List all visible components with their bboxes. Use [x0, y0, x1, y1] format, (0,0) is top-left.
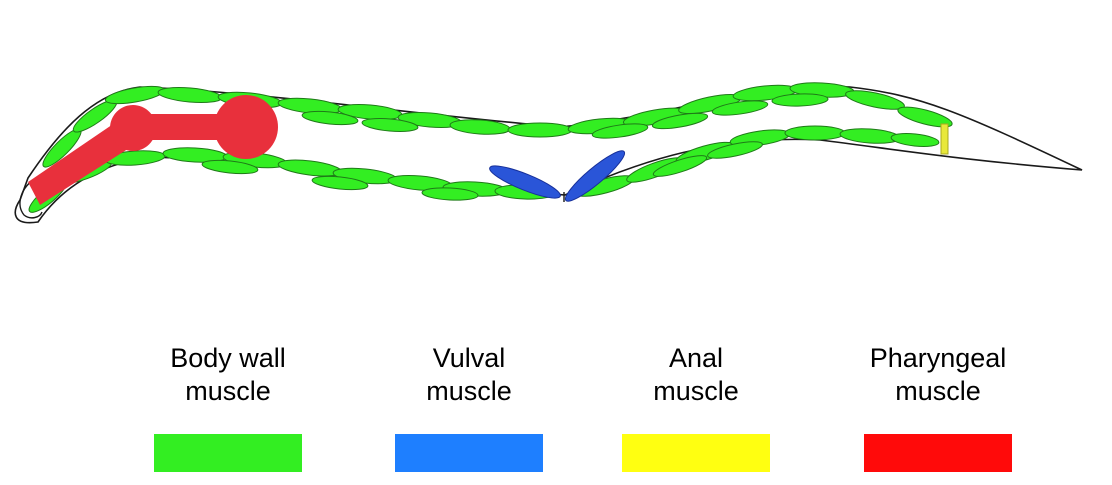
pharyngeal-muscle — [28, 95, 278, 205]
body-wall-muscle — [507, 122, 573, 138]
pharynx-terminal-bulb — [214, 95, 278, 159]
legend-pharyngeal: Pharyngeal muscle — [838, 342, 1038, 472]
legend-label-pharyngeal: Pharyngeal muscle — [838, 342, 1038, 412]
body-wall-muscle — [897, 106, 953, 128]
body-wall-muscle — [301, 110, 359, 126]
legend-vulval: Vulval muscle — [369, 342, 569, 472]
body-wall-muscle — [201, 159, 259, 175]
legend-text: Vulval — [432, 343, 506, 373]
legend-anal: Anal muscle — [596, 342, 796, 472]
worm-head-tip — [19, 177, 43, 219]
legend-text: muscle — [185, 376, 271, 406]
body-wall-muscle — [361, 118, 419, 132]
legend-text: muscle — [895, 376, 981, 406]
legend-label-vulval: Vulval muscle — [369, 342, 569, 412]
legend-label-body-wall: Body wall muscle — [128, 342, 328, 412]
legend-text: Body wall — [170, 343, 286, 373]
anal-muscle — [940, 123, 949, 155]
legend-text: muscle — [653, 376, 739, 406]
body-wall-muscle — [890, 133, 940, 147]
body-wall-muscle — [839, 128, 901, 144]
legend-text: muscle — [426, 376, 512, 406]
worm-diagram — [14, 82, 1083, 224]
ventral-body-wall-muscles — [28, 125, 940, 213]
legend-swatch-vulval — [395, 434, 543, 472]
vulval-muscle-left — [489, 165, 561, 199]
legend-text: Anal — [668, 343, 724, 373]
body-wall-muscle — [311, 175, 369, 191]
body-wall-muscle — [845, 90, 905, 110]
vulval-muscles — [489, 150, 626, 202]
body-wall-muscle — [421, 187, 479, 201]
legend-swatch-pharyngeal — [864, 434, 1012, 472]
body-wall-muscle — [157, 86, 223, 104]
body-wall-muscle — [651, 112, 709, 130]
legend-text: Pharyngeal — [869, 343, 1007, 373]
body-wall-muscle — [771, 93, 829, 107]
body-wall-muscle — [707, 141, 763, 159]
body-wall-muscle — [711, 100, 769, 116]
body-wall-muscle — [277, 159, 343, 177]
body-wall-muscle — [591, 123, 649, 139]
body-wall-muscle — [652, 155, 708, 177]
body-wall-muscle — [784, 125, 846, 141]
legend-swatch-body-wall — [154, 434, 302, 472]
vulval-muscle-right — [564, 150, 626, 202]
body-wall-muscle — [104, 85, 166, 105]
legend-label-anal: Anal muscle — [596, 342, 796, 412]
legend-body-wall: Body wall muscle — [128, 342, 328, 472]
legend-swatch-anal — [622, 434, 770, 472]
